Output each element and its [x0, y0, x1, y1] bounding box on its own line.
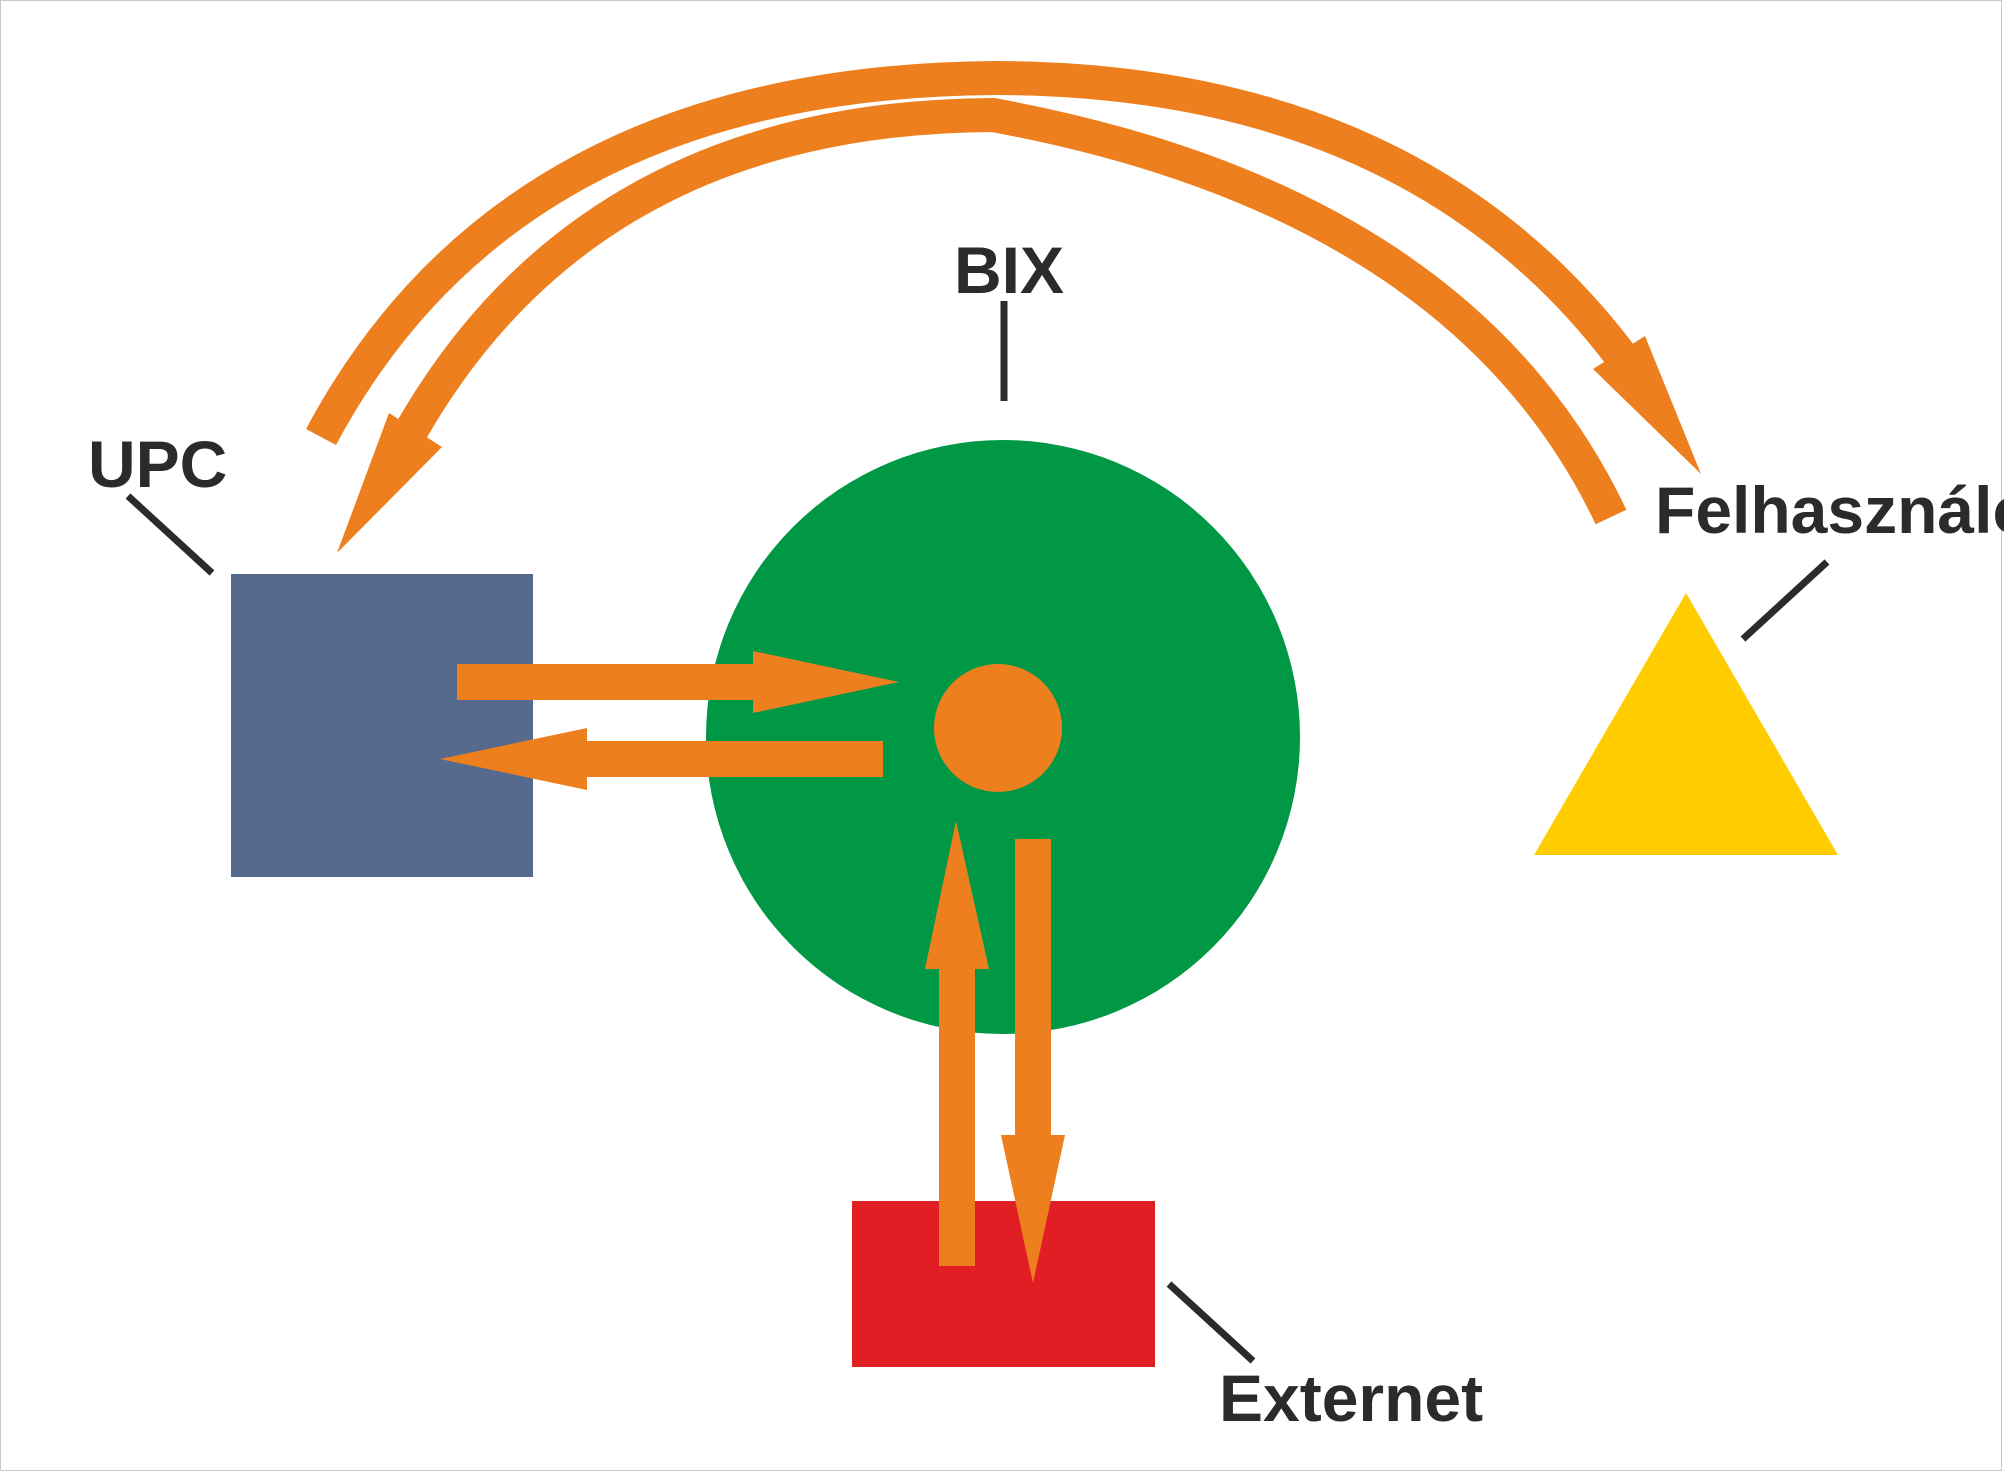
externet-node-box	[852, 1201, 1155, 1367]
arrow-bix-to-externet	[1001, 839, 1065, 1283]
arrow-bix-to-upc	[440, 728, 883, 790]
upc-node-box	[231, 574, 533, 877]
bix-core-dot	[934, 664, 1062, 792]
arrow-upc-to-bix	[457, 651, 899, 713]
user-label: Felhasználó	[1655, 473, 2004, 547]
user-leader-line	[1740, 559, 1830, 642]
externet-leader-line	[1166, 1281, 1256, 1364]
arc-arrow-upc-to-user	[306, 60, 1701, 474]
bix-label: BIX	[954, 233, 1064, 307]
upc-label: UPC	[88, 427, 227, 501]
arrow-externet-to-bix	[925, 821, 989, 1266]
externet-label: Externet	[1219, 1361, 1483, 1435]
arc-arrow-user-to-upc	[337, 97, 1627, 553]
upc-leader-line	[125, 493, 215, 576]
user-node-triangle	[1534, 593, 1838, 855]
